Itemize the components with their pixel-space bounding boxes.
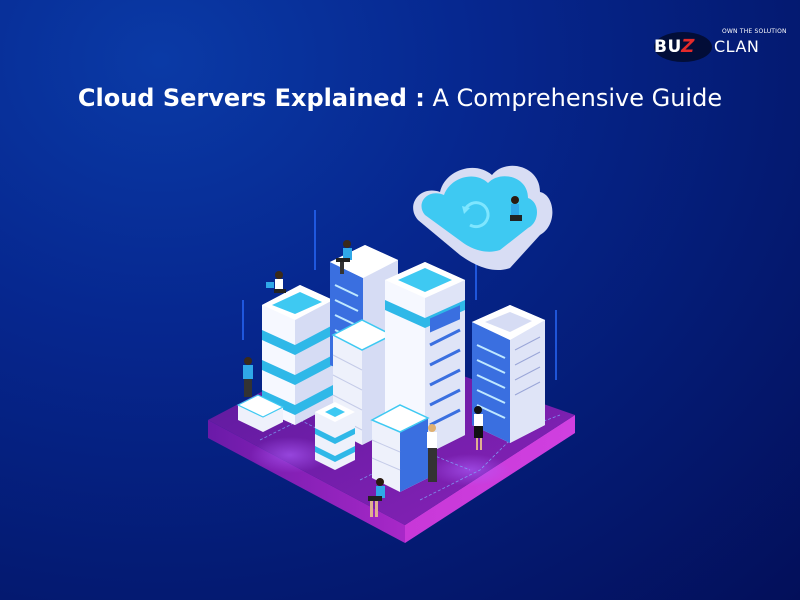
logo-word-clan: CLAN: [714, 37, 760, 56]
buzzclan-logo[interactable]: OWN THE SOLUTION BU Z CLAN: [654, 28, 787, 64]
logo-swoosh-shape: [654, 32, 712, 62]
light-beams: [242, 210, 557, 380]
cloud-sync-icon: [413, 165, 553, 271]
logo-tagline: OWN THE SOLUTION: [722, 28, 787, 35]
title-bold-part: Cloud Servers Explained :: [77, 84, 425, 112]
person-with-laptop-icon: [243, 196, 522, 517]
logo-word-bu: BU: [654, 37, 682, 57]
title-regular-part: A Comprehensive Guide: [424, 84, 723, 112]
server-rack-icon: [236, 245, 545, 492]
page-title: Cloud Servers Explained : A Comprehensiv…: [0, 84, 800, 112]
